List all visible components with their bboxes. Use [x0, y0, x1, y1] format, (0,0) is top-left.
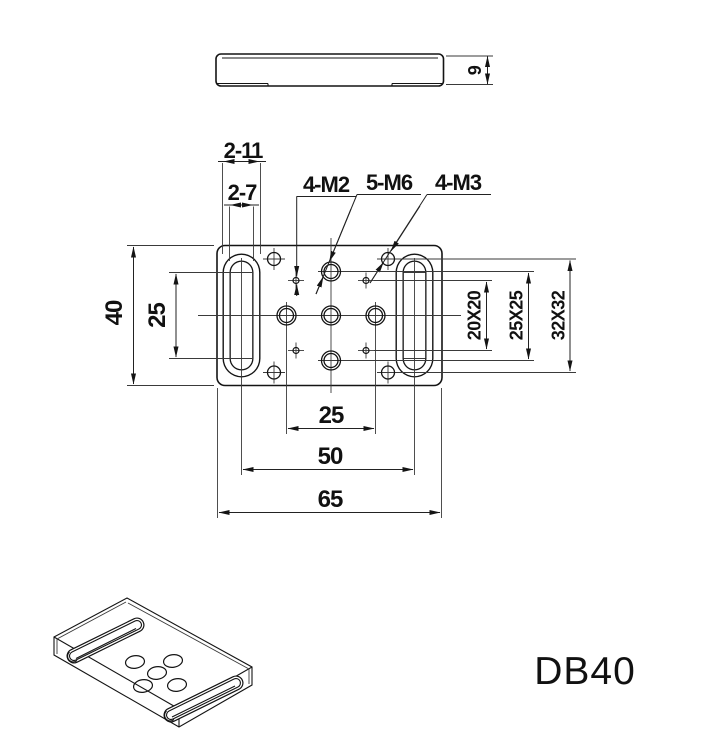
- m2-holes: [292, 276, 370, 355]
- dim-m3-pattern: 32X32: [399, 258, 576, 373]
- callout-slot-outer: 2-11: [218, 138, 266, 254]
- m2-pattern-label: 20X20: [465, 290, 485, 340]
- dim-m6-spacing: 25: [286, 329, 376, 434]
- callout-m3: 4-M3: [369, 170, 491, 284]
- dim-m2-pattern: 20X20: [374, 280, 492, 351]
- dim-slot-center-distance: 50: [241, 373, 415, 475]
- dim-plate-height: 40: [101, 245, 214, 386]
- dim-m6-pattern: 25X25: [344, 271, 534, 361]
- thickness-label: 9: [465, 65, 485, 75]
- slot-center-distance-label: 50: [318, 443, 343, 470]
- front-view: 2-11 2-7 4-M2 5-M6: [101, 138, 576, 518]
- m6-label: 5-M6: [366, 170, 413, 195]
- m6-holes: [276, 261, 386, 371]
- m3-holes: [266, 251, 396, 380]
- m6-spacing-label: 25: [319, 402, 344, 429]
- slot-outer-label: 2-11: [224, 138, 264, 163]
- iso-slot-2: [163, 675, 244, 723]
- iso-slot-1: [66, 617, 145, 664]
- dim-thickness: 9: [446, 55, 493, 85]
- iso-holes: [124, 654, 188, 693]
- top-view: 9: [215, 53, 493, 87]
- callout-m6: 5-M6: [315, 170, 421, 295]
- callout-m2: 4-M2: [294, 172, 356, 296]
- dim-slot-arc-span: 25: [144, 272, 253, 359]
- isometric-view: [53, 597, 253, 728]
- slot-inner-label: 2-7: [228, 180, 258, 205]
- part-number-label: DB40: [534, 650, 636, 693]
- slot-arc-span-label: 25: [144, 303, 171, 328]
- dim-plate-width: 65: [217, 388, 442, 518]
- m6-pattern-label: 25X25: [507, 290, 527, 340]
- plate-height-label: 40: [101, 300, 128, 325]
- m3-label: 4-M3: [435, 170, 482, 195]
- m3-pattern-label: 32X32: [549, 290, 569, 340]
- centerlines: [198, 238, 461, 393]
- plate-width-label: 65: [318, 486, 343, 513]
- m2-label: 4-M2: [303, 172, 350, 197]
- callout-slot-inner: 2-7: [224, 180, 259, 261]
